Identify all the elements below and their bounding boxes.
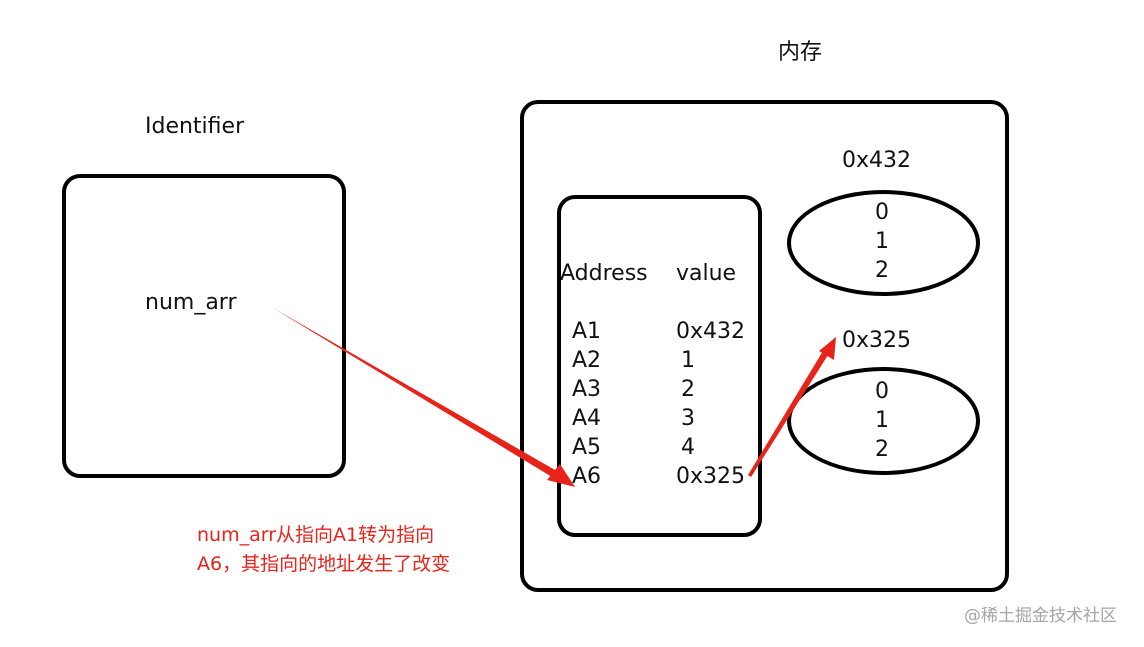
table-row-address: A5 [572,435,602,460]
table-row-address: A3 [572,377,602,402]
array-element: 0 [875,200,889,225]
object-address-label: 0x432 [842,148,912,173]
array-object-ellipse [787,367,980,475]
table-row-address: A1 [572,319,602,344]
array-element: 2 [875,258,889,283]
table-row-value: 4 [681,435,695,460]
array-element: 1 [875,408,889,433]
array-element: 1 [875,229,889,254]
address-header: Address [560,261,648,286]
reference-arrow-head [819,337,836,360]
annotation-line-1: num_arr从指向A1转为指向 [197,524,435,546]
value-header: value [676,261,737,286]
array-object-ellipse [787,190,980,296]
pointer-arrow-head [547,464,575,487]
table-row-value: 1 [681,348,695,373]
identifier-title: Identifier [145,114,245,139]
watermark: @稀土掘金技术社区 [964,606,1117,626]
table-row-value: 2 [681,377,695,402]
identifier-box [62,174,346,478]
reference-arrow-shaft [748,351,828,477]
annotation-line-2: A6，其指向的地址发生了改变 [197,553,451,575]
array-element: 0 [875,379,889,404]
table-row-address: A2 [572,348,602,373]
memory-title: 内存 [778,40,823,65]
pointer-arrow-shaft [273,308,562,480]
table-row-address: A4 [572,406,602,431]
table-row-address: A6 [572,464,602,489]
table-row-value: 0x432 [676,319,746,344]
table-row-value: 3 [681,406,695,431]
array-element: 2 [875,437,889,462]
array-object-values: 0 1 2 [862,198,902,285]
annotation-text: num_arr从指向A1转为指向 A6，其指向的地址发生了改变 [197,521,450,579]
object-address-label: 0x325 [842,328,912,353]
array-object-values: 0 1 2 [862,377,902,464]
memory-box [520,100,1009,592]
address-table-box [557,195,762,537]
table-row-value: 0x325 [676,464,746,489]
identifier-variable: num_arr [145,290,237,315]
